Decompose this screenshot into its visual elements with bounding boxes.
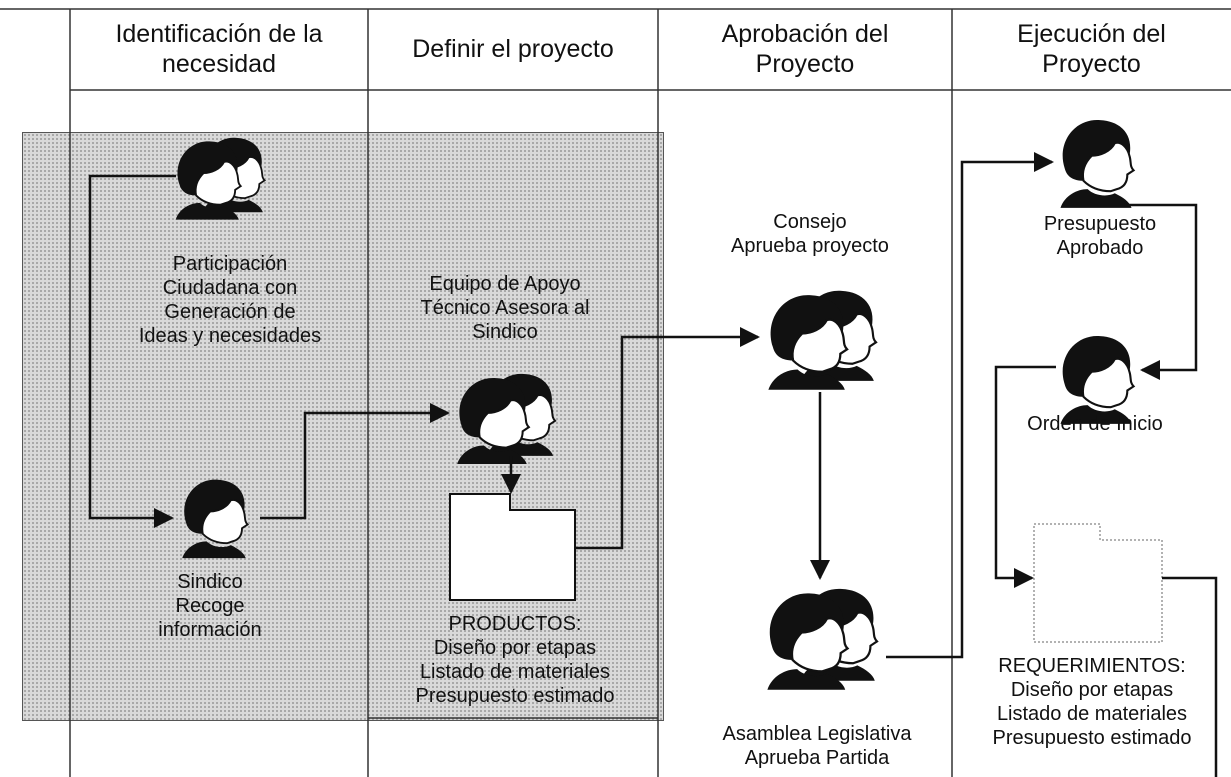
people-pair-icon (457, 374, 555, 464)
person-icon (1059, 335, 1135, 425)
label-orden: Orden de Inicio (1027, 413, 1163, 435)
connector-productos-consejo (575, 327, 760, 550)
label-sindico: Sindico Recoge información (158, 571, 262, 641)
lane-header-identificacion: Identificación de la necesidad (115, 20, 323, 78)
people-pair-icon (767, 589, 877, 690)
label-equipo: Equipo de Apoyo Técnico Asesora al Sindi… (420, 273, 590, 343)
lane-grid (0, 8, 1231, 777)
person-icon (1059, 119, 1135, 209)
folder-icon (1033, 523, 1163, 643)
person-icon (181, 478, 249, 560)
connector-presupuesto-orden (1124, 203, 1198, 380)
connector-sindico-equipo (260, 403, 450, 520)
label-requerimientos: REQUERIMIENTOS: Diseño por etapas Listad… (992, 655, 1192, 749)
label-consejo: Consejo Aprueba proyecto (731, 211, 889, 257)
connector-requerimientos-exit (1162, 576, 1218, 777)
label-participacion: Participación Ciudadana con Generación d… (138, 253, 322, 347)
people-pair-icon (768, 291, 876, 390)
lane-header-aprobacion: Aprobación del Proyecto (721, 20, 889, 78)
lane-header-ejecucion: Ejecución del Proyecto (1017, 20, 1166, 78)
lane-header-definir: Definir el proyecto (412, 35, 614, 63)
shaded-region (22, 132, 664, 721)
label-productos: PRODUCTOS: Diseño por etapas Listado de … (415, 613, 615, 707)
folder-icon (449, 493, 576, 601)
connector-orden-requerimientos (994, 365, 1056, 588)
label-asamblea: Asamblea Legislativa Aprueba Partida (722, 723, 912, 769)
people-pair-icon (176, 138, 265, 220)
connector-asamblea-presupuesto (886, 152, 1054, 659)
label-presupuesto: Presupuesto Aprobado (1043, 213, 1157, 259)
connector-participacion-sindico (88, 174, 176, 528)
